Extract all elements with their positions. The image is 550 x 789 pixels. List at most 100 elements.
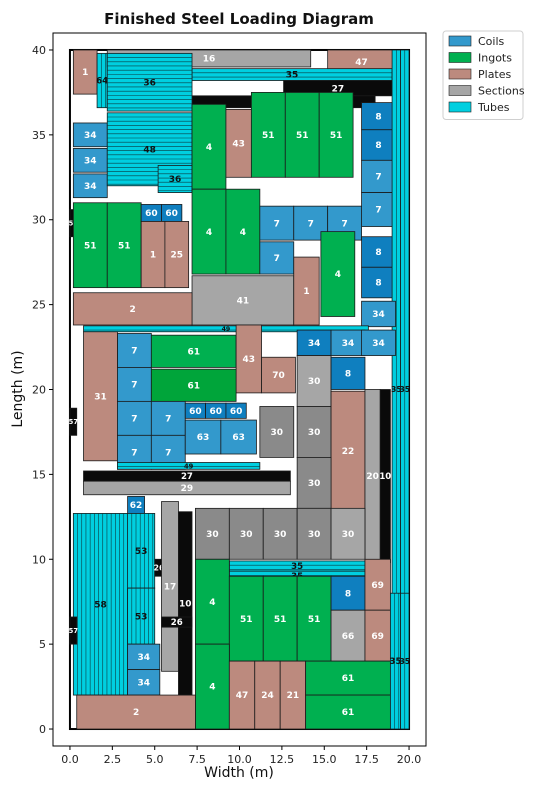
piece-30: 30 — [330, 507, 366, 560]
piece-rect — [284, 92, 320, 178]
piece-53: 53 — [127, 513, 156, 589]
piece-rect — [225, 108, 252, 178]
piece-34: 34 — [72, 148, 108, 173]
piece-30: 30 — [296, 355, 332, 407]
piece-label: 49 — [222, 326, 231, 333]
piece-30: 30 — [228, 507, 264, 560]
piece-4: 4 — [191, 188, 227, 275]
piece-label: 34 — [84, 131, 97, 141]
legend-swatch — [448, 101, 472, 113]
piece-21: 21 — [279, 660, 307, 730]
chart-title: Finished Steel Loading Diagram — [104, 10, 374, 28]
piece-label: 51 — [296, 131, 309, 141]
piece-rect — [293, 256, 320, 326]
piece-rect — [364, 558, 391, 611]
piece-label: 60 — [145, 209, 158, 219]
piece-35: 35 — [399, 592, 410, 730]
piece-61: 61 — [305, 660, 391, 696]
piece-30: 30 — [259, 406, 295, 458]
piece-61: 61 — [150, 334, 237, 368]
x-tick-label: 10.0 — [227, 753, 252, 766]
piece-rect — [150, 368, 237, 402]
piece-61: 61 — [150, 368, 237, 402]
piece-label: 35 — [399, 385, 410, 394]
piece-63: 63 — [184, 419, 222, 455]
piece-label: 60 — [189, 407, 202, 417]
piece-label: 34 — [137, 678, 150, 688]
piece-30: 30 — [296, 457, 332, 509]
piece-36: 36 — [157, 165, 193, 193]
piece-label: 16 — [203, 55, 216, 65]
piece-label: 51 — [84, 241, 97, 251]
piece-69: 69 — [364, 609, 391, 662]
piece-rect — [279, 660, 307, 730]
piece-rect — [330, 390, 366, 511]
piece-17: 17 — [161, 501, 179, 672]
piece-label: 7 — [341, 219, 347, 229]
piece-60: 60 — [140, 204, 162, 222]
plot-area: 1641647352793634343448364435151518877355… — [69, 48, 410, 731]
legend-item-coils: Coils — [448, 35, 505, 48]
piece-rect — [262, 507, 298, 560]
piece-rect — [296, 329, 332, 356]
piece-label: 8 — [345, 589, 351, 599]
piece-rect — [150, 400, 186, 436]
piece-rect — [305, 694, 391, 730]
piece-63: 63 — [220, 419, 257, 455]
x-tick-label: 12.5 — [270, 753, 295, 766]
piece-51: 51 — [318, 92, 354, 178]
piece-label: 36 — [143, 78, 156, 88]
piece-label: 8 — [375, 141, 381, 151]
piece-34: 34 — [127, 643, 161, 671]
piece-8: 8 — [361, 102, 396, 131]
piece-7: 7 — [259, 241, 295, 275]
piece-label: 22 — [342, 447, 355, 457]
piece-label: 51 — [330, 131, 343, 141]
piece-24: 24 — [254, 660, 281, 730]
piece-20: 20 — [364, 389, 381, 564]
y-tick-label: 40 — [32, 44, 46, 57]
piece-label: 34 — [372, 310, 385, 320]
piece-label: 49 — [184, 462, 194, 470]
y-tick-label: 35 — [32, 129, 46, 142]
piece-label: 26 — [154, 563, 165, 572]
piece-label: 27 — [181, 472, 193, 482]
x-axis-title: Width (m) — [204, 765, 274, 781]
piece-rect — [235, 324, 262, 394]
piece-label: 4 — [240, 228, 246, 238]
piece-rect — [330, 356, 366, 390]
piece-rect — [305, 660, 391, 696]
legend-item-sections: Sections — [448, 85, 525, 98]
y-tick-label: 25 — [32, 299, 46, 312]
piece-label: 70 — [272, 371, 285, 381]
piece-rect — [320, 231, 356, 317]
piece-57: 57 — [69, 616, 78, 645]
piece-22: 22 — [330, 390, 366, 511]
piece-label: 61 — [187, 347, 200, 357]
piece-rect — [330, 575, 366, 611]
x-tick-label: 20.0 — [397, 753, 422, 766]
x-tick-label: 17.5 — [354, 753, 379, 766]
piece-29: 29 — [83, 480, 291, 496]
piece-43: 43 — [225, 108, 252, 178]
piece-label: 34 — [372, 339, 385, 349]
piece-label: 61 — [342, 674, 355, 684]
piece-rect — [191, 275, 295, 326]
piece-34: 34 — [361, 300, 396, 328]
piece-60: 60 — [205, 402, 227, 419]
legend-label: Plates — [478, 68, 512, 81]
piece-label: 60 — [209, 407, 222, 417]
piece-rect — [195, 643, 230, 730]
piece-label: 51 — [262, 131, 275, 141]
piece-label: 24 — [261, 691, 274, 701]
piece-8: 8 — [330, 575, 366, 611]
piece-rect — [83, 325, 369, 333]
piece-34: 34 — [296, 329, 332, 356]
piece-label: 69 — [371, 632, 384, 642]
piece-8: 8 — [361, 129, 396, 161]
piece-rect — [318, 92, 354, 178]
piece-label: 57 — [69, 418, 79, 426]
piece-rect — [228, 507, 264, 560]
piece-label: 47 — [236, 691, 249, 701]
